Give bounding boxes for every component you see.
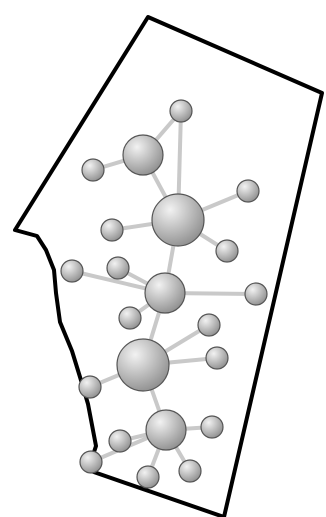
leaf-node-n9 [100,218,124,242]
leaf-node-n12 [106,256,130,280]
leaf-node-n21 [178,459,202,483]
hub-node-n1 [122,134,164,176]
leaf-node-n6 [169,99,193,123]
leaf-node-n14 [244,282,268,306]
hub-node-n5 [145,409,187,451]
leaf-node-n19 [79,450,103,474]
leaf-node-n7 [81,158,105,182]
hub-node-n4 [116,338,170,392]
hub-node-n3 [144,272,186,314]
leaf-node-n15 [197,313,221,337]
leaf-node-n17 [78,375,102,399]
leaf-node-n13 [118,306,142,330]
leaf-node-n20 [136,465,160,489]
leaf-node-n16 [205,346,229,370]
leaf-node-n10 [215,239,239,263]
hub-node-n2 [151,193,205,247]
leaf-node-n8 [236,179,260,203]
leaf-node-n11 [60,259,84,283]
leaf-node-n22 [200,415,224,439]
leaf-node-n18 [108,429,132,453]
nodes-layer [60,99,268,489]
